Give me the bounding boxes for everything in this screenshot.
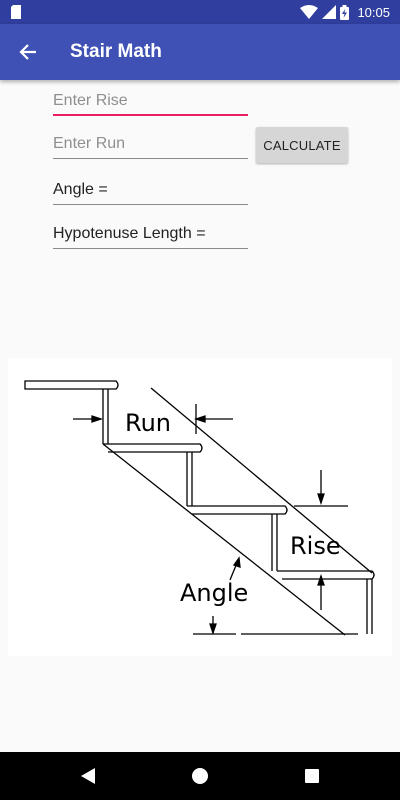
rise-input[interactable]	[53, 92, 248, 110]
app-bar: Stair Math	[0, 24, 400, 80]
back-triangle-icon	[81, 768, 95, 784]
signal-icon	[322, 5, 337, 19]
run-input[interactable]	[53, 135, 248, 153]
angle-result: Angle =	[53, 175, 248, 205]
nav-home-button[interactable]	[188, 764, 212, 788]
run-label: Run	[125, 409, 171, 437]
calculate-button[interactable]: CALCULATE	[256, 127, 348, 163]
hypotenuse-result: Hypotenuse Length =	[53, 219, 248, 249]
back-button[interactable]	[14, 38, 42, 66]
stair-diagram: Run Rise Angle	[8, 358, 392, 656]
nav-back-button[interactable]	[76, 764, 100, 788]
arrow-back-icon	[19, 44, 36, 60]
run-field	[53, 129, 248, 159]
app-title: Stair Math	[70, 41, 162, 62]
rise-field	[53, 86, 248, 116]
nav-recents-button[interactable]	[300, 764, 324, 788]
status-time: 10:05	[357, 4, 390, 20]
wifi-icon	[300, 5, 319, 19]
rise-label: Rise	[290, 532, 341, 560]
recents-square-icon	[305, 769, 319, 783]
sd-card-icon	[11, 5, 21, 19]
stair-drawing: Run Rise Angle	[24, 380, 375, 636]
battery-icon	[340, 4, 350, 20]
status-bar: 10:05	[0, 0, 400, 24]
home-circle-icon	[192, 768, 208, 784]
angle-label: Angle	[180, 579, 248, 607]
navigation-bar	[0, 752, 400, 800]
